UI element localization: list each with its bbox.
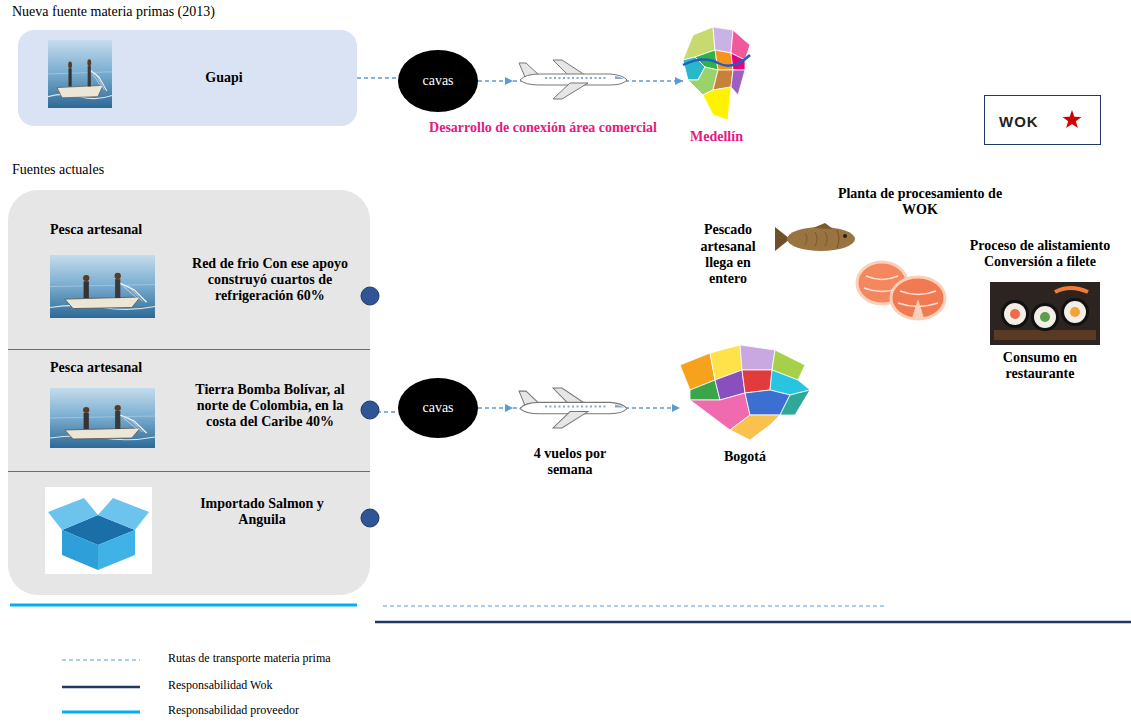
responsibility-lines [10, 605, 1131, 622]
annotation-label: Planta de procesamiento de WOK [820, 186, 1020, 218]
node-heading: Pesca artesanal [50, 360, 200, 376]
bogota-map [680, 345, 810, 440]
legend-text: Responsabilidad Wok [168, 679, 428, 693]
sources-panel: Fuentes actualesPesca artesanalRed de fr… [8, 190, 370, 595]
sushi-photo [990, 282, 1100, 345]
airplane [505, 60, 627, 428]
salmon-steaks [857, 262, 945, 319]
node-text: cavas [398, 73, 478, 89]
photo-fishing-1 [50, 255, 155, 318]
node-text: Bogotá [680, 449, 810, 465]
node-text: Red de frio Con ese apoyo construyó cuar… [185, 256, 355, 304]
connection-dot [361, 287, 379, 527]
annotation-label: Pescado artesanal llega en entero [690, 222, 766, 286]
annotation-label: Proceso de alistamiento Conversión a fil… [950, 238, 1130, 270]
source-row: Pesca artesanalTierra Bomba Bolívar, al … [8, 352, 370, 472]
ellipse-fill [398, 50, 478, 112]
wok-star [1063, 110, 1082, 128]
route-connector [478, 407, 680, 408]
fish-illustration [775, 223, 855, 251]
source-panel: Nueva fuente materia primas (2013)Guapi [18, 30, 357, 126]
annotation-label: Desarrollo de conexión área comercial [418, 120, 668, 136]
node-heading: Pesca artesanal [50, 222, 200, 238]
box-icon [45, 487, 152, 574]
source-row: Importado Salmon y Anguila [8, 474, 370, 593]
node-heading: Nueva fuente materia primas (2013) [12, 4, 332, 20]
city-map: Bogotá [680, 345, 810, 440]
node-text: Guapi [164, 70, 284, 86]
cavas-ellipse: cavas [398, 378, 478, 438]
legend-text: Responsabilidad proveedor [168, 704, 428, 718]
label-layer: Desarrollo de conexión área comercial4 v… [0, 0, 1131, 209]
city-map: Medellín [683, 25, 750, 122]
photo-fishing-2 [50, 388, 155, 448]
node-text: Tierra Bomba Bolívar, al norte de Colomb… [185, 382, 355, 430]
logo-box: WOK [984, 95, 1101, 145]
source-row: Pesca artesanalRed de frio Con ese apoyo… [8, 192, 370, 350]
annotation-label: Consumo en restaurante [990, 350, 1090, 382]
route-connector [357, 77, 398, 78]
node-text: WOK [999, 113, 1055, 130]
node-text: Fuentes actuales [12, 162, 212, 178]
route-connector [478, 80, 683, 81]
annotation-label: 4 vuelos por semana [515, 446, 625, 478]
ellipse-fill [398, 378, 478, 438]
cavas-ellipse: cavas [398, 50, 478, 112]
node-text: Importado Salmon y Anguila [197, 496, 327, 528]
photo-guapi [48, 40, 112, 108]
legend-samples [62, 660, 140, 712]
node-text: cavas [398, 400, 478, 416]
node-text: Medellín [663, 129, 770, 145]
legend-text: Rutas de transporte materia prima [168, 652, 428, 666]
medellin-map [683, 27, 750, 120]
route-connector [370, 411, 398, 412]
